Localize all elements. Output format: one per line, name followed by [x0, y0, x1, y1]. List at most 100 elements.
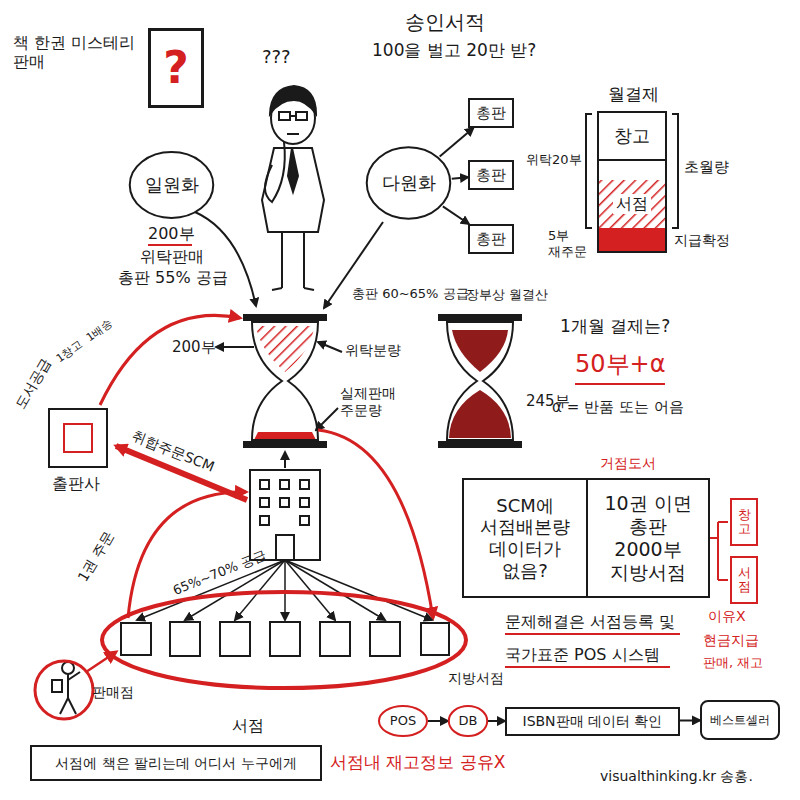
bracket: [708, 522, 728, 580]
drawing-part: [262, 148, 324, 232]
drawing-part: [52, 680, 62, 692]
node-text: 10권 이면 총판 2000부 지방서점: [594, 492, 702, 583]
note-label: 국가표준 POS 시스템: [505, 645, 660, 664]
note-box: 10권 이면 총판 2000부 지방서점: [586, 478, 710, 598]
concept-circle: 일원화: [128, 150, 215, 220]
drawing-part: [598, 112, 666, 252]
drawing-part: [586, 114, 592, 228]
drawing-part: [290, 115, 296, 117]
hourglass: [438, 314, 522, 448]
note-label: 1배송: [84, 317, 115, 344]
system-oval: DB: [448, 705, 488, 737]
bar-segment: 서점: [598, 180, 666, 228]
drawing-part: [260, 516, 269, 525]
node-text: DB: [459, 713, 478, 729]
note-label: 판매, 재고: [703, 655, 763, 671]
drawing-part: [276, 535, 294, 560]
node-outline-shape: [130, 152, 214, 218]
note-label: 위탁20부: [526, 152, 582, 168]
note-box: SCM에 서점배본량 데이터가 없음?: [462, 478, 588, 598]
distributor-box: 총판: [468, 160, 514, 190]
drawing-part: [598, 159, 666, 161]
drawing-part: [280, 498, 289, 507]
connector: [488, 720, 505, 722]
distributor-box: 총판: [468, 98, 514, 128]
node-text: 서점: [738, 566, 751, 595]
drawing-part: [280, 480, 289, 489]
store-box: 지방서점: [420, 622, 450, 656]
connector: [680, 719, 700, 721]
note-label: 장부상 월결산: [466, 287, 548, 303]
drawing-part: [300, 516, 309, 525]
distributor-box: 총판: [468, 224, 514, 254]
drawing-part: [447, 322, 513, 440]
note-label: 서점: [232, 716, 264, 735]
heading-label: 출판사: [52, 474, 122, 493]
note-label: 1창고: [54, 338, 85, 365]
book-box: 책 한권 미스테리 판매?: [148, 28, 204, 108]
drawing-part: [279, 112, 290, 120]
drawing-part: [68, 698, 76, 714]
node-text: 총판: [476, 166, 506, 184]
process-box: ISBN판매 데이터 확인: [505, 707, 680, 736]
flow-arrow: [195, 212, 256, 306]
publisher-box: 출판사: [48, 408, 108, 468]
drawing-part: [320, 622, 350, 656]
drawing-part: [505, 633, 680, 635]
drawing-part: [505, 666, 670, 668]
drawing-part: [598, 228, 666, 252]
drawing-part: [449, 390, 511, 438]
note-label: 송인서적: [405, 10, 485, 34]
drawing-part: [300, 480, 309, 489]
note-label: 지급확정: [674, 232, 730, 249]
customer-arrow: [86, 652, 116, 672]
leader-arrow: [318, 342, 342, 352]
drawing-part: [304, 288, 314, 290]
drawing-part: [260, 498, 269, 507]
note-label: 200부: [148, 224, 195, 243]
drawing-part: [672, 114, 678, 228]
connector: [452, 177, 468, 179]
note-label: 취합주문SCM: [130, 427, 217, 475]
node-text: 일원화: [145, 174, 199, 196]
note-label: 위탁분량: [345, 342, 401, 359]
drawing-part: [148, 244, 192, 246]
node-text: 창고: [738, 508, 751, 537]
drawing-part: [288, 148, 298, 192]
drawing-part: [575, 383, 665, 385]
drawing-part: [270, 622, 300, 656]
note-label: 100을 벌고 20만 받?: [372, 40, 536, 60]
drawing-part: [300, 498, 309, 507]
drawing-part: [62, 662, 74, 674]
drawing-part: [285, 560, 335, 620]
drawing-part: [296, 112, 307, 120]
drawing-part: [438, 314, 522, 321]
drawing-part: [243, 441, 327, 448]
drawing-part: [303, 232, 305, 288]
concept-circle: 다원화: [365, 145, 452, 221]
drawing-part: [284, 560, 286, 620]
node-text: 총판: [476, 230, 506, 248]
drawing-part: [170, 622, 200, 656]
drawing-part: [60, 698, 68, 714]
flow-arrow: [284, 452, 286, 468]
node-outline-shape: [449, 706, 487, 736]
process-box: 베스트셀러: [700, 700, 780, 740]
note-label: 문제해결은 서점등록 및: [505, 612, 675, 631]
drawing-part: [252, 322, 318, 440]
store-ring: [102, 592, 466, 688]
tag-box: 창고: [730, 498, 758, 546]
underline: [148, 245, 680, 667]
supply-arrow: [100, 315, 240, 405]
heading-label: 판매점: [92, 684, 152, 701]
note-label: ???: [262, 46, 291, 68]
drawing-part: [285, 560, 432, 620]
note-label: 50부+α: [575, 350, 665, 379]
node-outline-shape: [379, 706, 427, 736]
system-oval: POS: [378, 705, 428, 737]
drawing-part: [67, 674, 69, 698]
note-label: 서점내 재고정보 공유X: [330, 752, 505, 772]
node-text: 베스트셀러: [710, 713, 770, 727]
note-label: 초월량: [684, 158, 729, 176]
drawing-part: [265, 142, 285, 202]
